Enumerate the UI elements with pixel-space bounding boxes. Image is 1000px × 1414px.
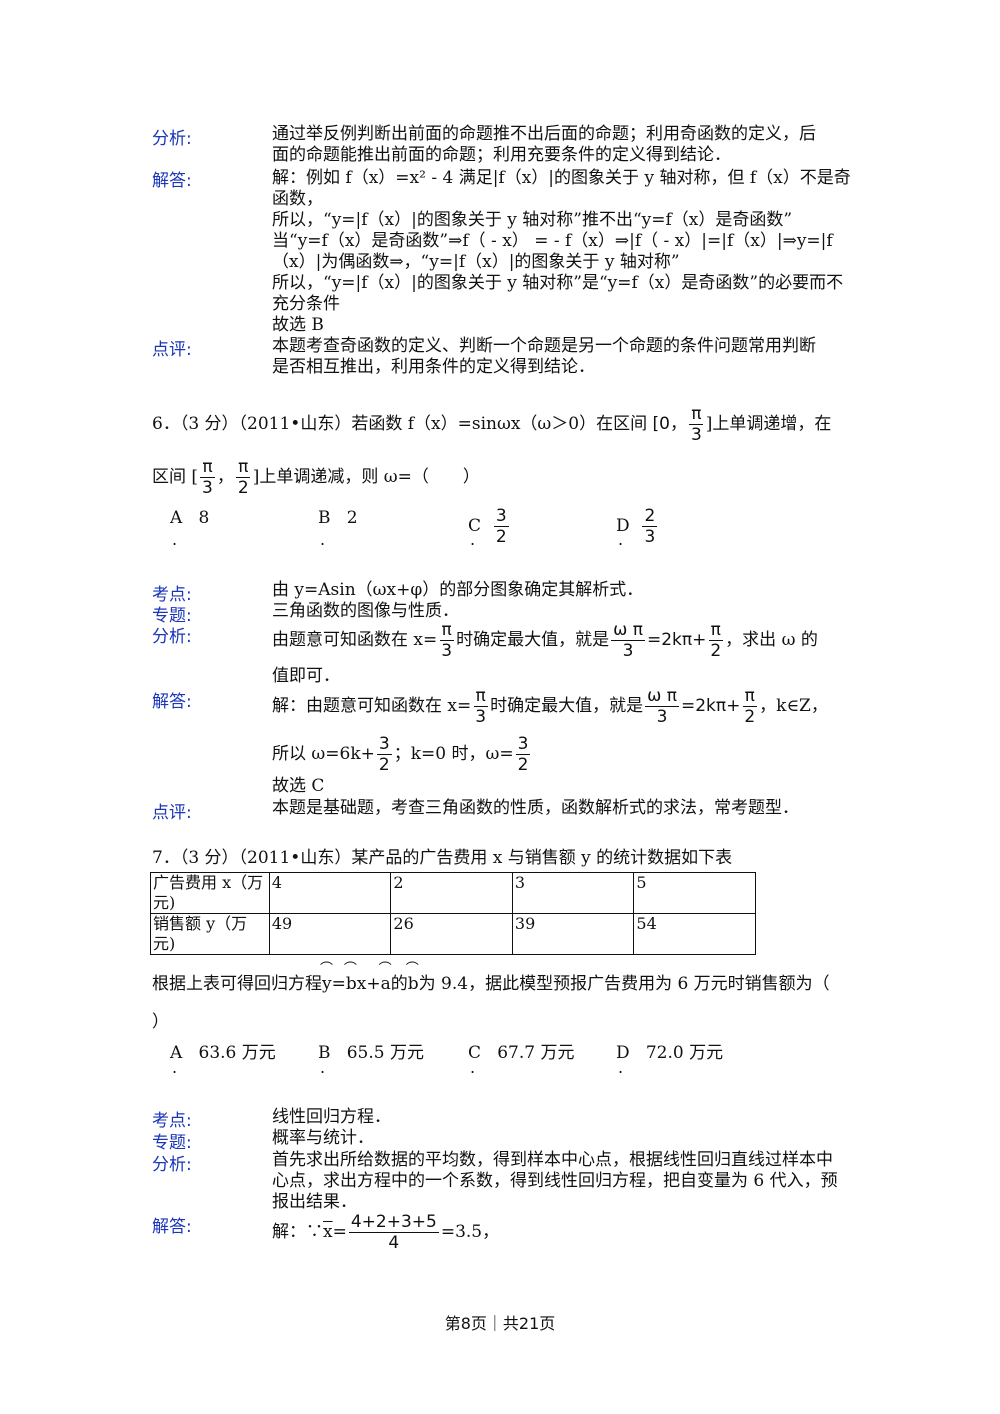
label-answer-q5: 解答: xyxy=(152,171,192,191)
analysis-q5-line2: 面的命题能推出前面的命题；利用充要条件的定义得到结论． xyxy=(272,145,731,165)
q6-option-a[interactable]: A 8 xyxy=(170,508,210,528)
option-dot: . xyxy=(470,1058,476,1077)
b-hat: b xyxy=(344,958,357,996)
comment-q6: 本题是基础题，考查三角函数的性质，函数解析式的求法，常考题型． xyxy=(272,798,799,818)
answer-q5-line8: 故选 B xyxy=(272,315,324,335)
option-dot: . xyxy=(320,1058,326,1077)
label-analysis-q6: 分析: xyxy=(152,627,192,647)
option-dot: . xyxy=(172,1058,178,1077)
label-answer-q7: 解答: xyxy=(152,1217,192,1237)
topic-q7: 概率与统计． xyxy=(272,1128,374,1148)
option-dot: . xyxy=(618,1058,624,1077)
analysis-q7-line2: 心点，求出方程中的一个系数，得到线性回归方程，把自变量为 6 代入，预 xyxy=(272,1171,838,1191)
answer-q5-line6: 所以，“y=|f（x）|的图象关于 y 轴对称”是“y=f（x）是奇函数”的必要… xyxy=(272,273,844,293)
analysis-q7-line1: 首先求出所给数据的平均数，得到样本中心点，根据线性回归直线过样本中 xyxy=(272,1150,833,1170)
q6-bracket: [0， xyxy=(652,414,687,434)
question-7-stem: 7．（3 分）（2011•山东）某产品的广告费用 x 与销售额 y 的统计数据如… xyxy=(152,848,733,868)
answer-q5-line5: （x）|为偶函数⇒，“y=|f（x）|的图象关于 y 轴对称” xyxy=(272,252,680,272)
analysis-q7-line3: 报出结果． xyxy=(272,1192,357,1212)
point-q6: 由 y=Asin（ωx+φ）的部分图象确定其解析式． xyxy=(272,580,644,600)
q6-option-b[interactable]: B 2 xyxy=(318,508,358,528)
x-bar: x xyxy=(323,1222,333,1242)
q7-option-b[interactable]: B 65.5 万元 xyxy=(318,1043,424,1063)
answer-q5-line3: 所以，“y=|f（x）|的图象关于 y 轴对称”推不出“y=f（x）是奇函数” xyxy=(272,210,793,230)
topic-q6: 三角函数的图像与性质． xyxy=(272,601,459,621)
answer-q5-line4: 当“y=f（x）是奇函数”⇒f（ - x） = - f（x）⇒|f（ - x）|… xyxy=(272,231,833,251)
label-analysis-q5: 分析: xyxy=(152,129,192,149)
table-header-cell: 销售额 y（万元) xyxy=(150,913,270,955)
label-comment-q5: 点评: xyxy=(152,340,192,360)
option-dot: . xyxy=(320,530,326,549)
label-point-q7: 考点: xyxy=(152,1111,192,1131)
table-cell: 4 xyxy=(268,872,392,914)
question-7-regression-line: 根据上表可得回归方程y=bx+a的b为 9.4，据此模型预报广告费用为 6 万元… xyxy=(152,958,830,996)
table-cell: 3 xyxy=(511,872,635,914)
answer-q5-line2: 函数， xyxy=(272,189,323,209)
question-6-stem-line1: 6．（3 分）（2011•山东）若函数 f（x）=sinωx（ω＞0）在区间 [… xyxy=(152,404,831,445)
q6-stem-b: ]上单调递增，在 xyxy=(705,414,832,434)
label-comment-q6: 点评: xyxy=(152,803,192,823)
point-q7: 线性回归方程． xyxy=(272,1107,391,1127)
table-row: 销售额 y（万元) 49 26 39 54 xyxy=(150,913,756,955)
table-cell: 49 xyxy=(268,913,392,955)
analysis-q6-line2: 值即可． xyxy=(272,666,340,686)
table-cell: 54 xyxy=(633,913,756,955)
answer-q5-line7: 充分条件 xyxy=(272,294,340,314)
analysis-q5-line1: 通过举反例判断出前面的命题推不出后面的命题；利用奇函数的定义，后 xyxy=(272,124,816,144)
label-point-q6: 考点: xyxy=(152,585,192,605)
question-7-close-paren: ） xyxy=(152,1012,169,1032)
option-dot: . xyxy=(618,530,624,549)
q6-stem-d: ]上单调递减，则 ω=（ ） xyxy=(252,467,480,487)
y-hat: y xyxy=(320,958,333,996)
table-row: 广告费用 x（万元) 4 2 3 5 xyxy=(150,872,756,914)
q6-stem-c: 区间 [ xyxy=(152,467,199,487)
q6-stem-a: 6．（3 分）（2011•山东）若函数 f（x）=sinωx（ω＞0）在区间 xyxy=(152,414,648,434)
q7-option-d[interactable]: D 72.0 万元 xyxy=(616,1043,724,1063)
table-cell: 5 xyxy=(633,872,756,914)
answer-q6-line3: 故选 C xyxy=(272,776,325,796)
table-cell: 26 xyxy=(390,913,513,955)
page-footer: 第8页｜共21页 xyxy=(444,1314,556,1333)
table-header-cell: 广告费用 x（万元) xyxy=(150,872,270,914)
comment-q5-line2: 是否相互推出，利用条件的定义得到结论． xyxy=(272,357,595,377)
label-topic-q6: 专题: xyxy=(152,606,192,626)
option-dot: . xyxy=(172,530,178,549)
label-answer-q6: 解答: xyxy=(152,692,192,712)
q7-option-c[interactable]: C 67.7 万元 xyxy=(468,1043,575,1063)
comment-q5-line1: 本题考查奇函数的定义、判断一个命题是另一个命题的条件问题常用判断 xyxy=(272,336,816,356)
data-table: 广告费用 x（万元) 4 2 3 5 销售额 y（万元) 49 26 39 54 xyxy=(150,872,756,955)
option-dot: . xyxy=(470,530,476,549)
answer-q5-line1: 解：例如 f（x）=x² - 4 满足|f（x）|的图象关于 y 轴对称，但 f… xyxy=(272,168,851,188)
label-analysis-q7: 分析: xyxy=(152,1155,192,1175)
label-topic-q7: 专题: xyxy=(152,1133,192,1153)
table-cell: 39 xyxy=(511,913,635,955)
table-cell: 2 xyxy=(390,872,513,914)
q7-option-a[interactable]: A 63.6 万元 xyxy=(170,1043,276,1063)
a-hat: a xyxy=(379,958,392,996)
b-hat: b xyxy=(406,958,419,996)
